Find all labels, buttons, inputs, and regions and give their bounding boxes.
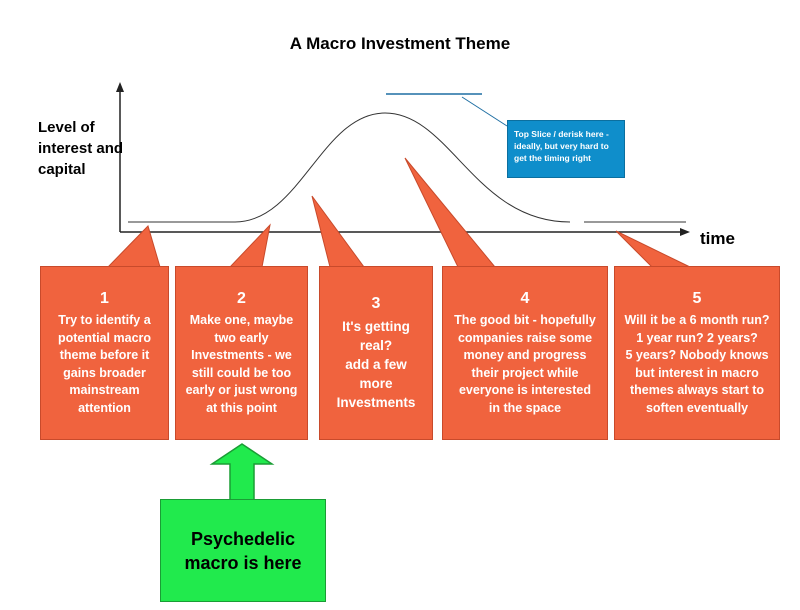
diagram-title: A Macro Investment Theme: [289, 34, 511, 53]
stage-text-line: Investments - we: [191, 348, 292, 362]
stage-text-line: but interest in macro: [635, 365, 759, 380]
stage-number: 5: [692, 290, 702, 307]
stage-text-line: theme before it: [59, 348, 150, 362]
stage-text-line: add a few: [345, 357, 407, 372]
top-slice-note-line: Top Slice / derisk here -: [514, 129, 609, 139]
top-slice-note: Top Slice / derisk here - ideally, but v…: [507, 120, 625, 178]
stage-number: 3: [371, 295, 381, 312]
y-axis-label-line: interest and: [38, 140, 124, 157]
stage-1-box: 1 Try to identify a potential macro them…: [40, 266, 169, 440]
stage-text-line: attention: [78, 400, 131, 415]
stage-4-pointer: [404, 157, 497, 268]
stage-5-box: 5 Will it be a 6 month run? 1 year run? …: [614, 266, 780, 440]
stage-text-line: at this point: [206, 400, 277, 415]
top-slice-note-line: ideally, but very hard to: [514, 141, 609, 151]
stage-text-line: two early: [214, 330, 269, 345]
stage-text-line: everyone is interested: [458, 383, 591, 397]
stage-text-line: real?: [359, 338, 393, 353]
stage-text-line: potential macro: [57, 330, 152, 345]
x-axis-arrowhead: [680, 228, 690, 236]
stage-text-line: still could be too: [191, 365, 292, 380]
stage-text-line: The good bit - hopefully: [454, 313, 596, 327]
stage-number: 1: [100, 290, 109, 307]
y-axis-label: Level of interest and capital: [38, 117, 133, 180]
y-axis-label-line: capital: [38, 161, 86, 178]
stage-text-line: in the space: [488, 400, 562, 415]
stage-5-pointer: [615, 230, 691, 268]
y-axis-label-line: Level of: [38, 119, 95, 136]
stage-text-line: themes always start to: [629, 383, 765, 397]
stage-text-line: Make one, maybe: [189, 313, 294, 327]
stage-3-box: 3 It's getting real? add a few more Inve…: [319, 266, 433, 440]
stage-text-line: Investments: [336, 395, 416, 410]
stage-text-line: 1 year run? 2 years?: [636, 330, 758, 345]
callout-line: macro is here: [184, 552, 302, 573]
stage-text-line: gains broader: [63, 365, 146, 380]
stage-4-box: 4 The good bit - hopefully companies rai…: [442, 266, 608, 440]
top-slice-connector: [461, 96, 508, 127]
psychedelic-callout: Psychedelic macro is here: [160, 499, 326, 602]
stage-text-line: soften eventually: [645, 400, 749, 415]
stage-text-line: 5 years? Nobody knows: [625, 348, 769, 362]
stage-text-line: Try to identify a: [58, 313, 151, 327]
stage-text-line: companies raise some: [457, 330, 593, 345]
callout-line: Psychedelic: [190, 528, 296, 549]
stage-text-line: early or just wrong: [185, 383, 298, 397]
green-up-arrow: [209, 443, 275, 501]
stage-text-line: Will it be a 6 month run?: [624, 313, 770, 327]
stage-2-box: 2 Make one, maybe two early Investments …: [175, 266, 308, 440]
stage-text-line: their project while: [471, 365, 579, 380]
x-axis-label: time: [700, 229, 735, 248]
y-axis-arrowhead: [116, 82, 124, 92]
stage-text-line: It's getting: [342, 319, 410, 334]
top-slice-note-line: get the timing right: [514, 153, 591, 163]
stage-number: 4: [520, 290, 530, 307]
stage-text-line: money and progress: [463, 348, 587, 362]
stage-text-line: more: [359, 376, 393, 391]
stage-text-line: mainstream: [69, 383, 140, 397]
stage-number: 2: [237, 290, 246, 307]
interest-curve: [128, 112, 571, 223]
